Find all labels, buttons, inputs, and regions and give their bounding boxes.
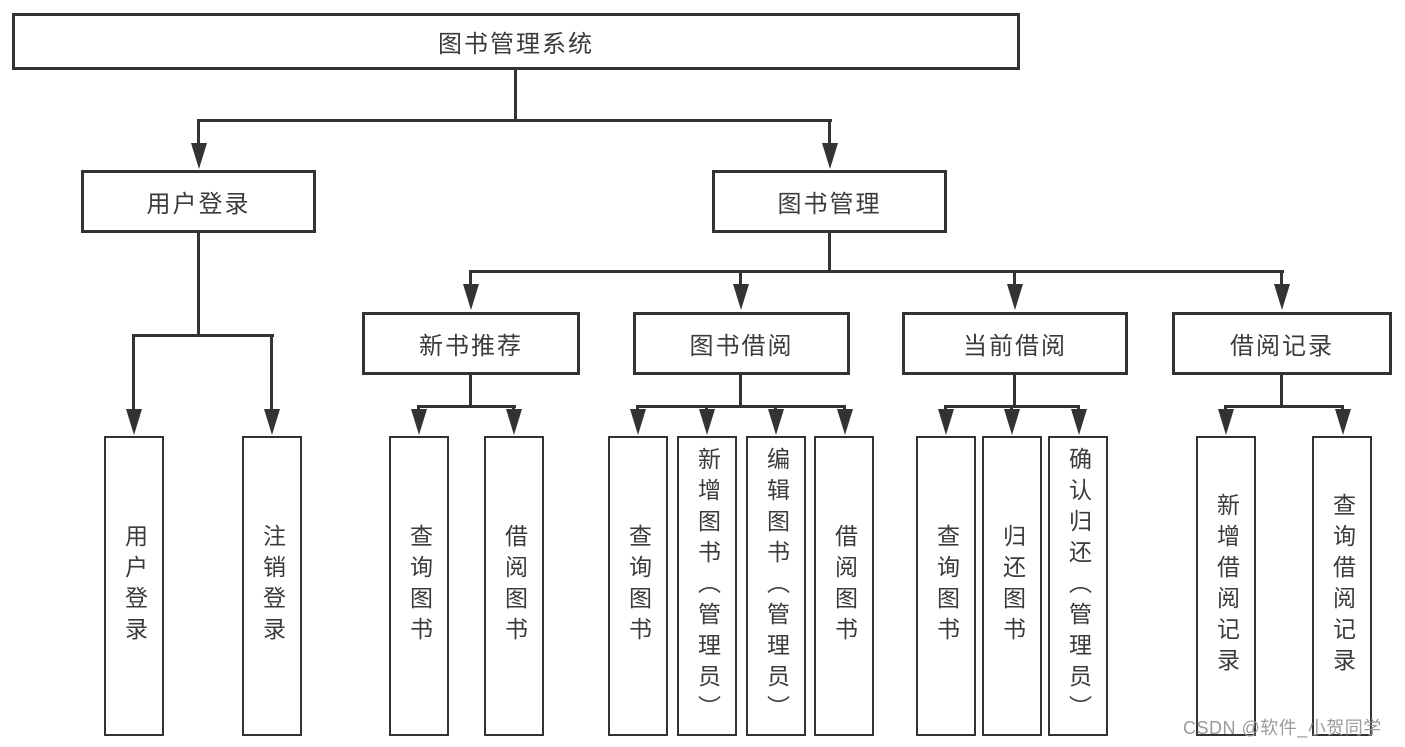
node-cb-return-books: 归还图书 xyxy=(982,436,1042,736)
node-borrowing: 图书借阅 xyxy=(633,312,850,375)
node-bb-query-books: 查询图书 xyxy=(608,436,668,736)
arrow-to-borrowing xyxy=(732,270,749,310)
arrow-to-new-books xyxy=(462,270,479,310)
arrow-to-bb-add xyxy=(698,405,715,435)
node-root-label: 图书管理系统 xyxy=(438,31,594,58)
node-cb-confirm-return-label: 确认归还（管理员） xyxy=(1065,446,1092,726)
connector-level2-bar xyxy=(469,270,1284,273)
arrow-to-logout xyxy=(263,334,280,435)
node-user-login-label: 用户登录 xyxy=(146,191,251,218)
node-login-label: 用户登录 xyxy=(121,524,148,648)
node-nb-borrow-books: 借阅图书 xyxy=(484,436,544,736)
arrow-to-bb-borrow xyxy=(836,405,853,435)
arrow-to-cb-return xyxy=(1003,405,1020,435)
connector-level1-bar xyxy=(198,119,832,122)
connector-root-stub xyxy=(514,70,517,121)
connector-user-login-bar xyxy=(132,334,274,337)
node-bb-borrow-books-label: 借阅图书 xyxy=(831,524,858,648)
arrow-to-nb-query xyxy=(410,405,427,435)
arrow-to-bb-query xyxy=(629,405,646,435)
node-borrowing-label: 图书借阅 xyxy=(689,333,794,360)
node-br-add-record-label: 新增借阅记录 xyxy=(1213,493,1240,679)
node-nb-borrow-books-label: 借阅图书 xyxy=(501,524,528,648)
arrow-to-current xyxy=(1006,270,1023,310)
node-cb-confirm-return: 确认归还（管理员） xyxy=(1048,436,1108,736)
node-cb-return-books-label: 归还图书 xyxy=(999,524,1026,648)
node-logout-label: 注销登录 xyxy=(259,524,286,648)
arrow-to-nb-borrow xyxy=(505,405,522,435)
arrow-to-cb-query xyxy=(937,405,954,435)
node-book-management: 图书管理 xyxy=(712,170,947,233)
node-borrow-records-label: 借阅记录 xyxy=(1230,333,1334,360)
arrow-to-records xyxy=(1273,270,1290,310)
arrow-to-login xyxy=(125,334,142,435)
connector-user-login-stub xyxy=(197,232,200,337)
node-br-add-record: 新增借阅记录 xyxy=(1196,436,1256,736)
node-nb-query-books: 查询图书 xyxy=(389,436,449,736)
connector-new-books-stub xyxy=(469,374,472,408)
node-cb-query-books-label: 查询图书 xyxy=(933,524,960,648)
connector-borrowing-stub xyxy=(739,374,742,408)
node-br-query-record-label: 查询借阅记录 xyxy=(1329,493,1356,679)
node-new-books: 新书推荐 xyxy=(362,312,580,375)
arrow-to-br-query xyxy=(1334,405,1351,435)
node-borrow-records: 借阅记录 xyxy=(1172,312,1392,375)
node-user-login: 用户登录 xyxy=(81,170,316,233)
node-bb-borrow-books: 借阅图书 xyxy=(814,436,874,736)
node-current-borrow-label: 当前借阅 xyxy=(963,333,1067,360)
node-root: 图书管理系统 xyxy=(12,13,1020,70)
node-bb-add-books-label: 新增图书（管理员） xyxy=(694,446,721,726)
connector-records-bar xyxy=(1224,405,1344,408)
arrow-to-cb-confirm xyxy=(1070,405,1087,435)
node-current-borrow: 当前借阅 xyxy=(902,312,1128,375)
arrow-to-book-management xyxy=(821,119,838,169)
node-cb-query-books: 查询图书 xyxy=(916,436,976,736)
connector-current-stub xyxy=(1013,374,1016,408)
node-new-books-label: 新书推荐 xyxy=(419,333,523,360)
csdn-watermark: CSDN @软件_小贺同学 xyxy=(1183,718,1382,738)
node-br-query-record: 查询借阅记录 xyxy=(1312,436,1372,736)
arrow-to-bb-edit xyxy=(767,405,784,435)
node-nb-query-books-label: 查询图书 xyxy=(406,524,433,648)
node-login: 用户登录 xyxy=(104,436,164,736)
connector-records-stub xyxy=(1280,374,1283,408)
connector-borrowing-bar xyxy=(636,405,846,408)
node-logout: 注销登录 xyxy=(242,436,302,736)
arrow-to-br-add xyxy=(1217,405,1234,435)
node-book-management-label: 图书管理 xyxy=(777,191,882,218)
node-bb-query-books-label: 查询图书 xyxy=(625,524,652,648)
node-bb-add-books: 新增图书（管理员） xyxy=(677,436,737,736)
node-bb-edit-books: 编辑图书（管理员） xyxy=(746,436,806,736)
connector-book-management-stub xyxy=(828,232,831,273)
node-bb-edit-books-label: 编辑图书（管理员） xyxy=(763,446,790,726)
connector-new-books-bar xyxy=(417,405,516,408)
arrow-to-user-login xyxy=(190,119,207,169)
